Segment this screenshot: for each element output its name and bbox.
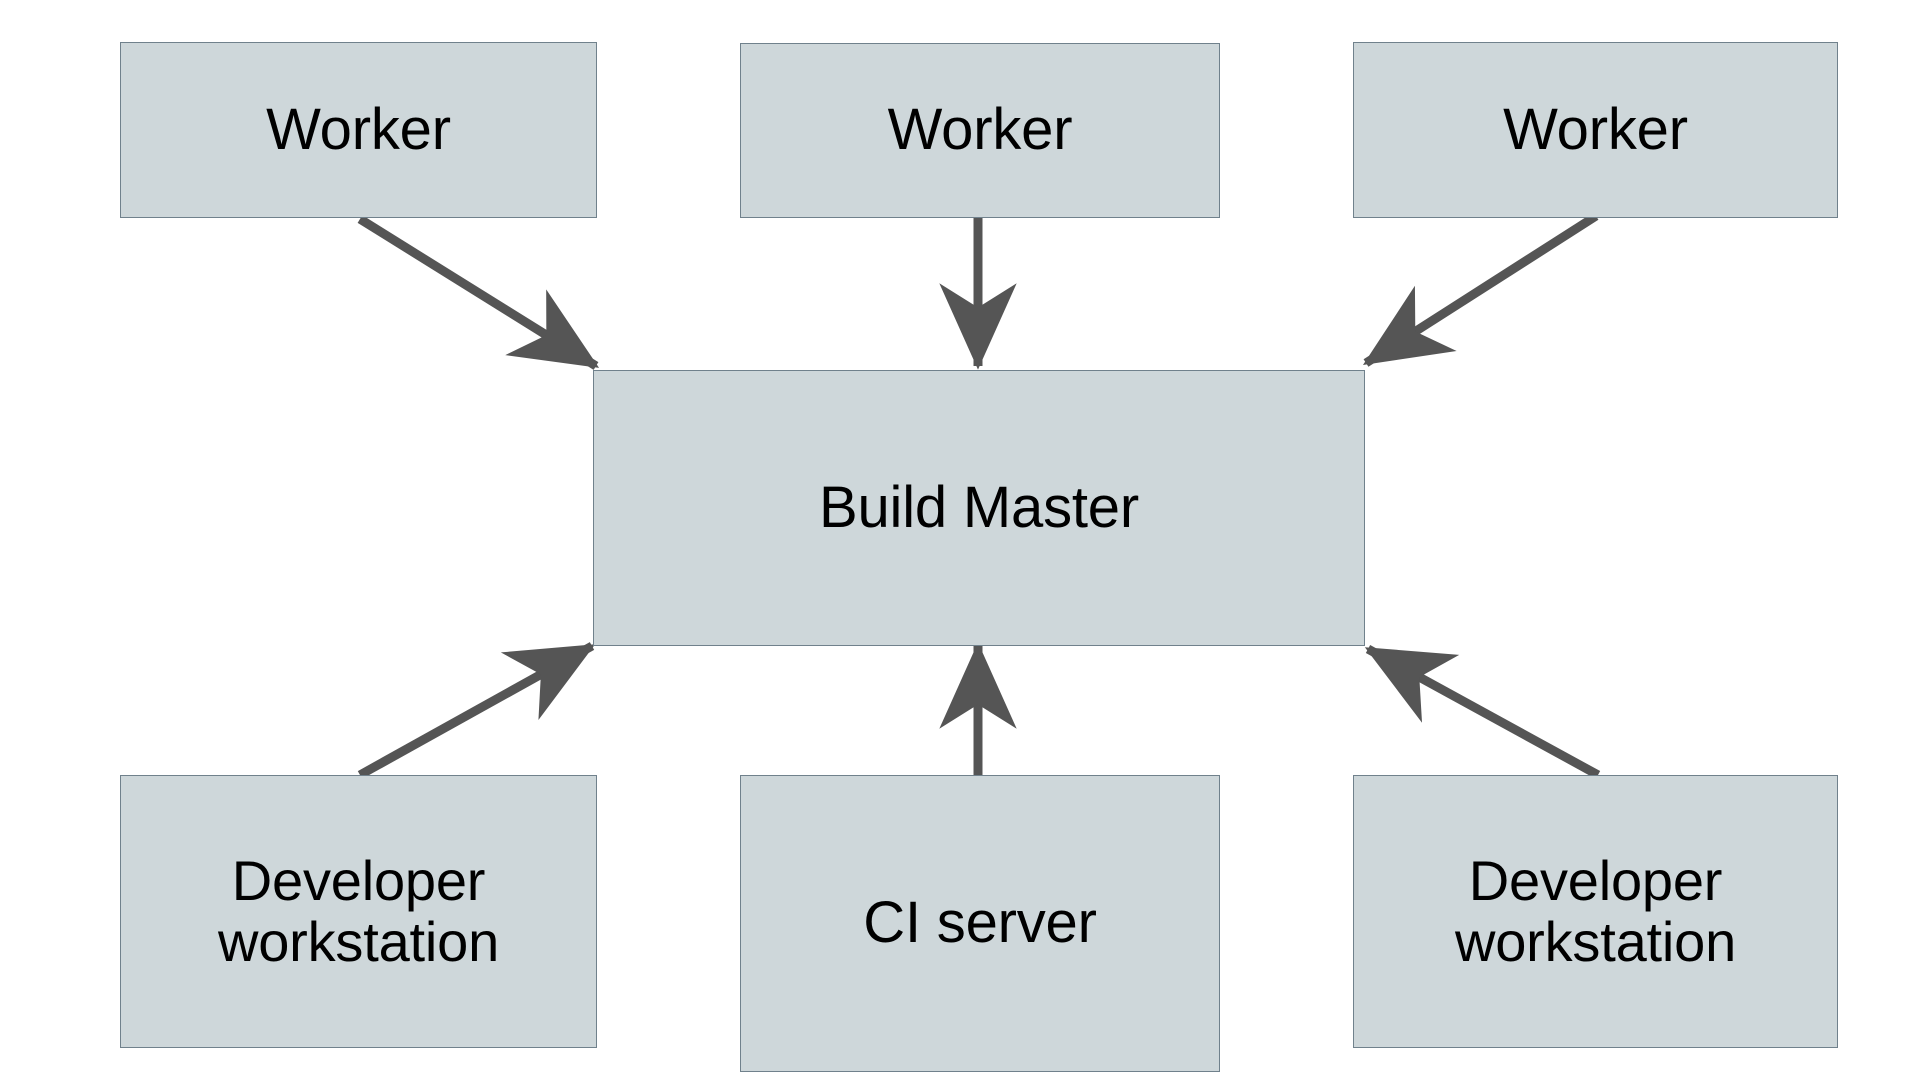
edge-dev-right-to-master	[1364, 645, 1601, 779]
node-build-master-label: Build Master	[819, 474, 1139, 540]
node-developer-workstation-left-label: Developer workstation	[217, 849, 500, 973]
node-worker-left[interactable]: Worker	[120, 42, 597, 218]
node-worker-center[interactable]: Worker	[740, 43, 1220, 218]
edge-dev-left-to-master	[357, 642, 596, 779]
edge-worker-left-to-master	[357, 215, 600, 370]
node-ci-server[interactable]: CI server	[740, 775, 1220, 1072]
node-worker-right-label: Worker	[1503, 96, 1688, 162]
node-developer-workstation-left[interactable]: Developer workstation	[120, 775, 597, 1048]
node-ci-server-label: CI server	[863, 890, 1097, 956]
node-developer-workstation-right[interactable]: Developer workstation	[1353, 775, 1838, 1048]
node-worker-left-label: Worker	[266, 96, 451, 162]
node-developer-workstation-right-label: Developer workstation	[1454, 849, 1737, 973]
edge-worker-right-to-master	[1362, 212, 1599, 367]
node-worker-center-label: Worker	[887, 97, 1073, 163]
node-build-master[interactable]: Build Master	[593, 370, 1365, 646]
node-worker-right[interactable]: Worker	[1353, 42, 1838, 218]
